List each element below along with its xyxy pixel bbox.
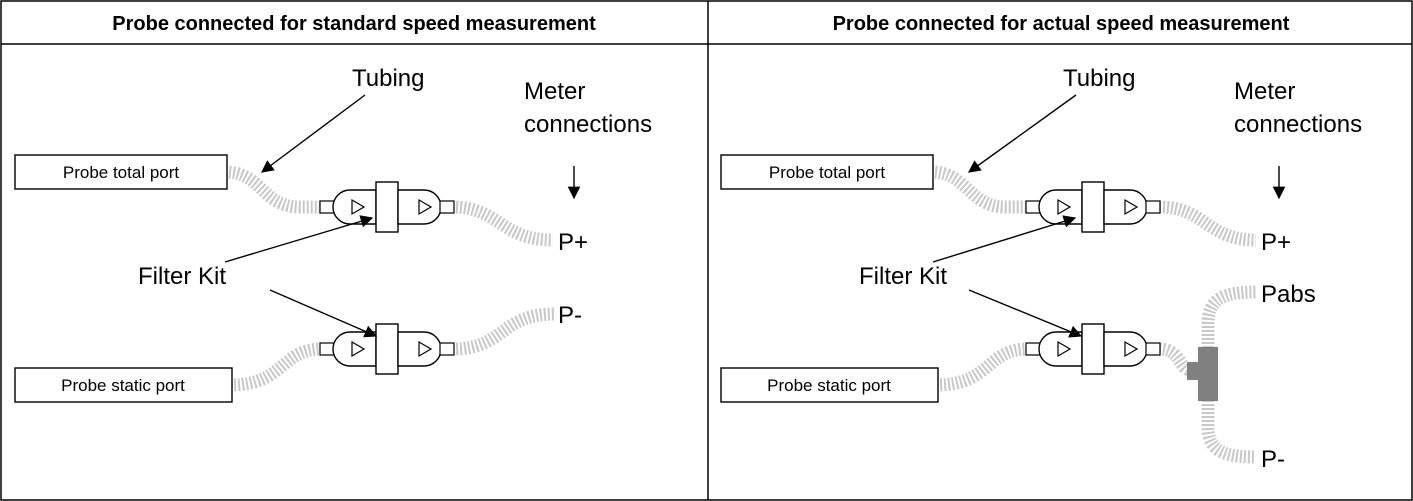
filter-arrow-bottom (968, 289, 1083, 338)
tubing-arrow (967, 94, 1077, 173)
meter-label-line1: Meter (1234, 78, 1295, 105)
panel-header: Probe connected for standard speed measu… (112, 13, 596, 35)
probe-total-port-box (14, 154, 228, 190)
panel-standard-speed: Probe connected for standard speed measu… (14, 13, 652, 403)
tubing-static-out (1158, 342, 1193, 377)
filter-kit-icon (1025, 181, 1161, 233)
p-abs-label: Pabs (1261, 281, 1316, 308)
filter-kit-icon (1025, 323, 1161, 375)
tubing-total-out (451, 200, 554, 247)
tubing-arrow (260, 94, 366, 173)
probe-total-port-label: Probe total port (63, 163, 180, 182)
probe-total-port-label: Probe total port (769, 163, 886, 182)
probe-static-port-box (14, 367, 233, 403)
tubing-p-minus (1201, 400, 1257, 464)
tubing-label: Tubing (1063, 65, 1136, 92)
tubing-static-in (935, 342, 1029, 392)
filter-arrow-top (932, 215, 1077, 263)
tubing-total-out (1158, 200, 1257, 247)
filter-kit-icon (319, 181, 455, 233)
filter-kit-label: Filter Kit (138, 263, 226, 290)
filter-arrow-top (224, 215, 374, 263)
p-plus-label: P+ (558, 229, 588, 256)
meter-label-line2: connections (524, 111, 652, 138)
probe-static-port-box (720, 367, 939, 403)
panel-actual-speed: Probe connected for actual speed measure… (720, 13, 1362, 473)
p-minus-label: P- (1261, 446, 1285, 473)
tee-connector (1187, 347, 1218, 401)
panel-header: Probe connected for actual speed measure… (833, 13, 1290, 35)
filter-kit-label: Filter Kit (859, 263, 947, 290)
tubing-total-in (930, 165, 1028, 214)
filter-kit-icon (319, 323, 455, 375)
p-minus-label: P- (558, 302, 582, 329)
probe-static-port-label: Probe static port (61, 376, 185, 395)
tubing-label: Tubing (352, 65, 425, 92)
probe-static-port-label: Probe static port (767, 376, 891, 395)
meter-label-line1: Meter (524, 78, 585, 105)
tubing-static-out (451, 307, 556, 356)
tubing-static-in (229, 342, 323, 392)
filter-arrow-bottom (269, 289, 378, 338)
p-plus-label: P+ (1261, 229, 1291, 256)
probe-total-port-box (720, 154, 934, 190)
meter-label-line2: connections (1234, 111, 1362, 138)
tubing-total-in (224, 165, 322, 214)
tubing-pabs (1201, 285, 1257, 348)
